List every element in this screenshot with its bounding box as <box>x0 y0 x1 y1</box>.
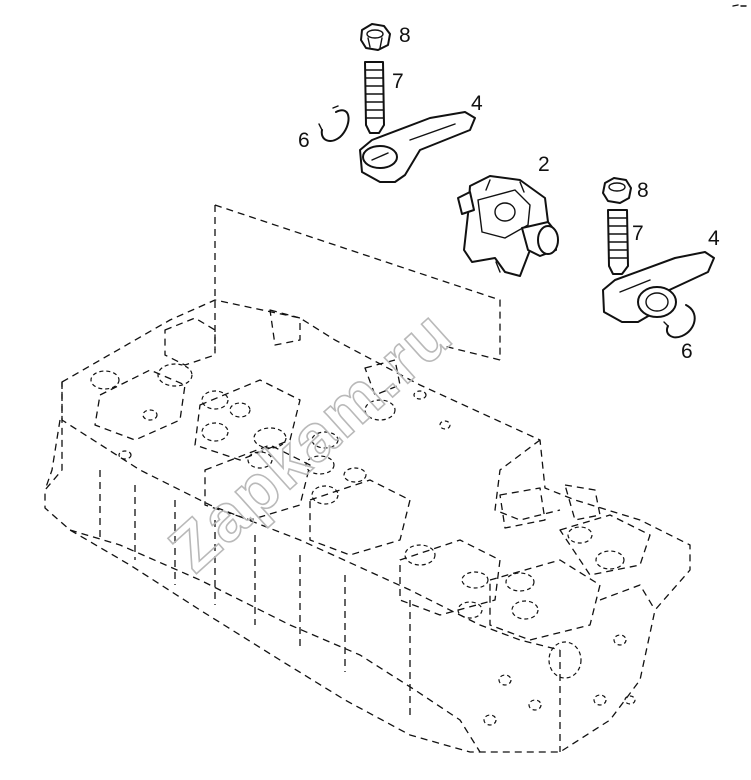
adjusting-screw-top <box>364 61 385 134</box>
callout-8-right: 8 <box>637 179 649 202</box>
nut-top <box>360 23 391 51</box>
callout-4-right: 4 <box>708 227 720 250</box>
scan-mark <box>732 4 747 7</box>
callout-7-top: 7 <box>392 70 404 93</box>
callout-8-top: 8 <box>399 24 411 47</box>
callout-4-top: 4 <box>471 92 483 115</box>
cylinder-head-outline <box>44 299 691 753</box>
cylinder-head-holes <box>90 363 636 726</box>
callout-2: 2 <box>538 153 550 176</box>
watermark-text: Zapkam.ru <box>155 295 466 585</box>
adjusting-screw-right <box>607 209 629 275</box>
callout-7-right: 7 <box>632 222 644 245</box>
rocker-bracket <box>457 175 559 277</box>
nut-right <box>602 177 632 204</box>
callout-6-top: 6 <box>298 129 310 152</box>
rocker-arm-top <box>359 111 476 183</box>
rocker-arm-right <box>602 251 715 323</box>
assembly-guide-lines <box>214 204 501 361</box>
callout-6-right: 6 <box>681 340 693 363</box>
retaining-ring-right <box>663 304 696 339</box>
retaining-ring-top <box>318 105 350 142</box>
